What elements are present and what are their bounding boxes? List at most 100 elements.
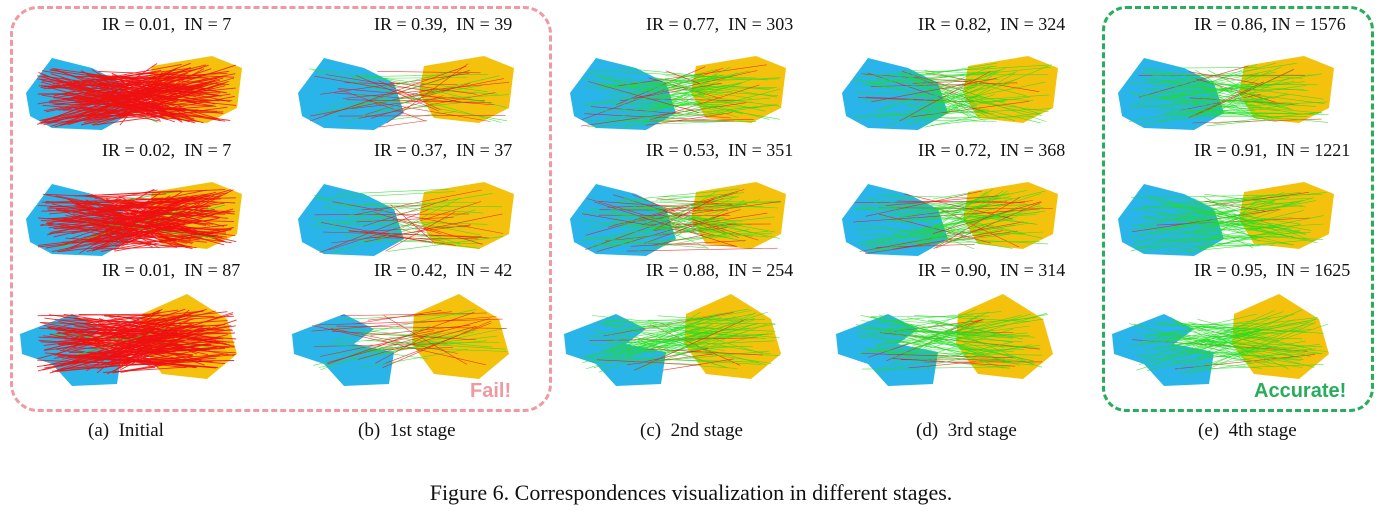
outlier-correspondence [56, 207, 153, 248]
inlier-correspondence [870, 316, 1005, 348]
inlier-correspondence [645, 69, 718, 87]
inlier-correspondence [312, 70, 502, 123]
inlier-correspondence [898, 318, 1044, 343]
inlier-correspondence [1161, 96, 1254, 111]
outlier-correspondence [327, 311, 475, 365]
outlier-correspondence [607, 203, 732, 208]
inlier-correspondence [628, 216, 775, 233]
inlier-correspondence [885, 83, 991, 128]
inlier-correspondence [918, 72, 1015, 128]
panel-col4-row3: IR = 0.90, IN = 314 [828, 260, 1098, 392]
inlier-correspondence [861, 66, 1052, 86]
figure-caption: Figure 6. Correspondences visualization … [429, 480, 953, 505]
inlier-correspondence [582, 212, 743, 222]
inlier-correspondence [664, 217, 752, 226]
inlier-correspondence [665, 72, 738, 107]
inlier-correspondence [914, 330, 1036, 338]
panel-col3-row2: IR = 0.53, IN = 351 [556, 140, 826, 272]
inlier-correspondence [899, 72, 989, 117]
inlier-correspondence [314, 191, 456, 200]
inlier-correspondence [653, 311, 701, 343]
inlier-correspondence [1138, 197, 1283, 237]
inlier-correspondence [906, 78, 979, 84]
inlier-correspondence [859, 203, 972, 235]
inlier-correspondence [857, 108, 1052, 118]
inlier-correspondence [884, 195, 1013, 199]
inlier-correspondence [1140, 205, 1256, 222]
inlier-correspondence [634, 338, 725, 368]
outlier-correspondence [71, 233, 214, 244]
stat-label: IR = 0.91, IN = 1221 [1194, 140, 1351, 160]
inlier-correspondence [1135, 202, 1296, 209]
outlier-correspondence [54, 319, 195, 325]
inlier-correspondence [655, 105, 700, 115]
inlier-correspondence [914, 315, 1030, 322]
inlier-correspondence [1169, 332, 1255, 353]
outlier-correspondence [374, 212, 483, 245]
inlier-correspondence [917, 332, 1028, 343]
inlier-correspondence [611, 103, 759, 108]
inlier-correspondence [613, 198, 734, 247]
inlier-correspondence [1169, 340, 1306, 366]
inlier-correspondence [1158, 103, 1299, 123]
panel-col5-row3: IR = 0.95, IN = 1625 [1104, 260, 1374, 392]
inlier-correspondence [639, 322, 776, 325]
outlier-correspondence [1138, 65, 1249, 98]
inlier-correspondence [1161, 322, 1305, 348]
point-cloud-visual [20, 294, 237, 386]
inlier-correspondence [1183, 111, 1329, 115]
inlier-correspondence [1130, 92, 1278, 123]
inlier-correspondence [641, 77, 718, 116]
outlier-correspondence [645, 112, 733, 126]
inlier-correspondence [1202, 101, 1328, 109]
inlier-correspondence [629, 74, 703, 95]
inlier-correspondence [861, 366, 1011, 370]
inlier-correspondence [884, 341, 1026, 348]
outlier-correspondence [310, 65, 467, 122]
outlier-correspondence [392, 218, 441, 234]
outlier-correspondence [99, 83, 159, 112]
outlier-correspondence [114, 197, 165, 215]
inlier-correspondence [865, 225, 994, 242]
inlier-correspondence [323, 206, 445, 243]
inlier-correspondence [1190, 63, 1297, 80]
source-point-cloud [1112, 314, 1214, 386]
outlier-correspondence [74, 189, 226, 197]
inlier-correspondence [605, 320, 780, 339]
outlier-correspondence [885, 195, 999, 206]
inlier-correspondence [610, 200, 780, 210]
inlier-correspondence [1178, 331, 1260, 370]
inlier-correspondence [655, 192, 745, 201]
outlier-correspondence [60, 360, 215, 370]
inlier-correspondence [1159, 240, 1261, 246]
inlier-correspondence [344, 193, 493, 219]
outlier-correspondence [320, 222, 434, 244]
inlier-correspondence [655, 200, 745, 247]
inlier-correspondence [1154, 323, 1324, 334]
inlier-correspondence [622, 350, 770, 365]
inlier-correspondence [318, 342, 435, 368]
outlier-correspondence [74, 203, 157, 226]
inlier-correspondence [334, 309, 477, 341]
inlier-correspondence [931, 78, 1018, 104]
fail-label: Fail! [470, 380, 512, 402]
outlier-correspondence [658, 213, 698, 230]
inlier-correspondence [1192, 197, 1259, 231]
inlier-correspondence [872, 314, 1022, 353]
inlier-correspondence [924, 344, 1032, 367]
inlier-correspondence [1140, 215, 1324, 253]
outlier-correspondence [319, 330, 445, 357]
outlier-correspondence [315, 318, 503, 326]
inlier-correspondence [613, 313, 720, 356]
inlier-correspondence [364, 74, 507, 108]
inlier-correspondence [876, 84, 1010, 88]
stat-label: IR = 0.72, IN = 368 [918, 140, 1066, 160]
inlier-correspondence [1195, 317, 1318, 332]
outlier-correspondence [649, 84, 760, 121]
outlier-correspondence [627, 353, 713, 365]
inlier-correspondence [924, 114, 981, 128]
stat-label: IR = 0.37, IN = 37 [374, 140, 513, 160]
inlier-correspondence [873, 62, 998, 84]
inlier-correspondence [1211, 341, 1323, 347]
panel-col1-row3: IR = 0.01, IN = 87 [12, 260, 282, 392]
